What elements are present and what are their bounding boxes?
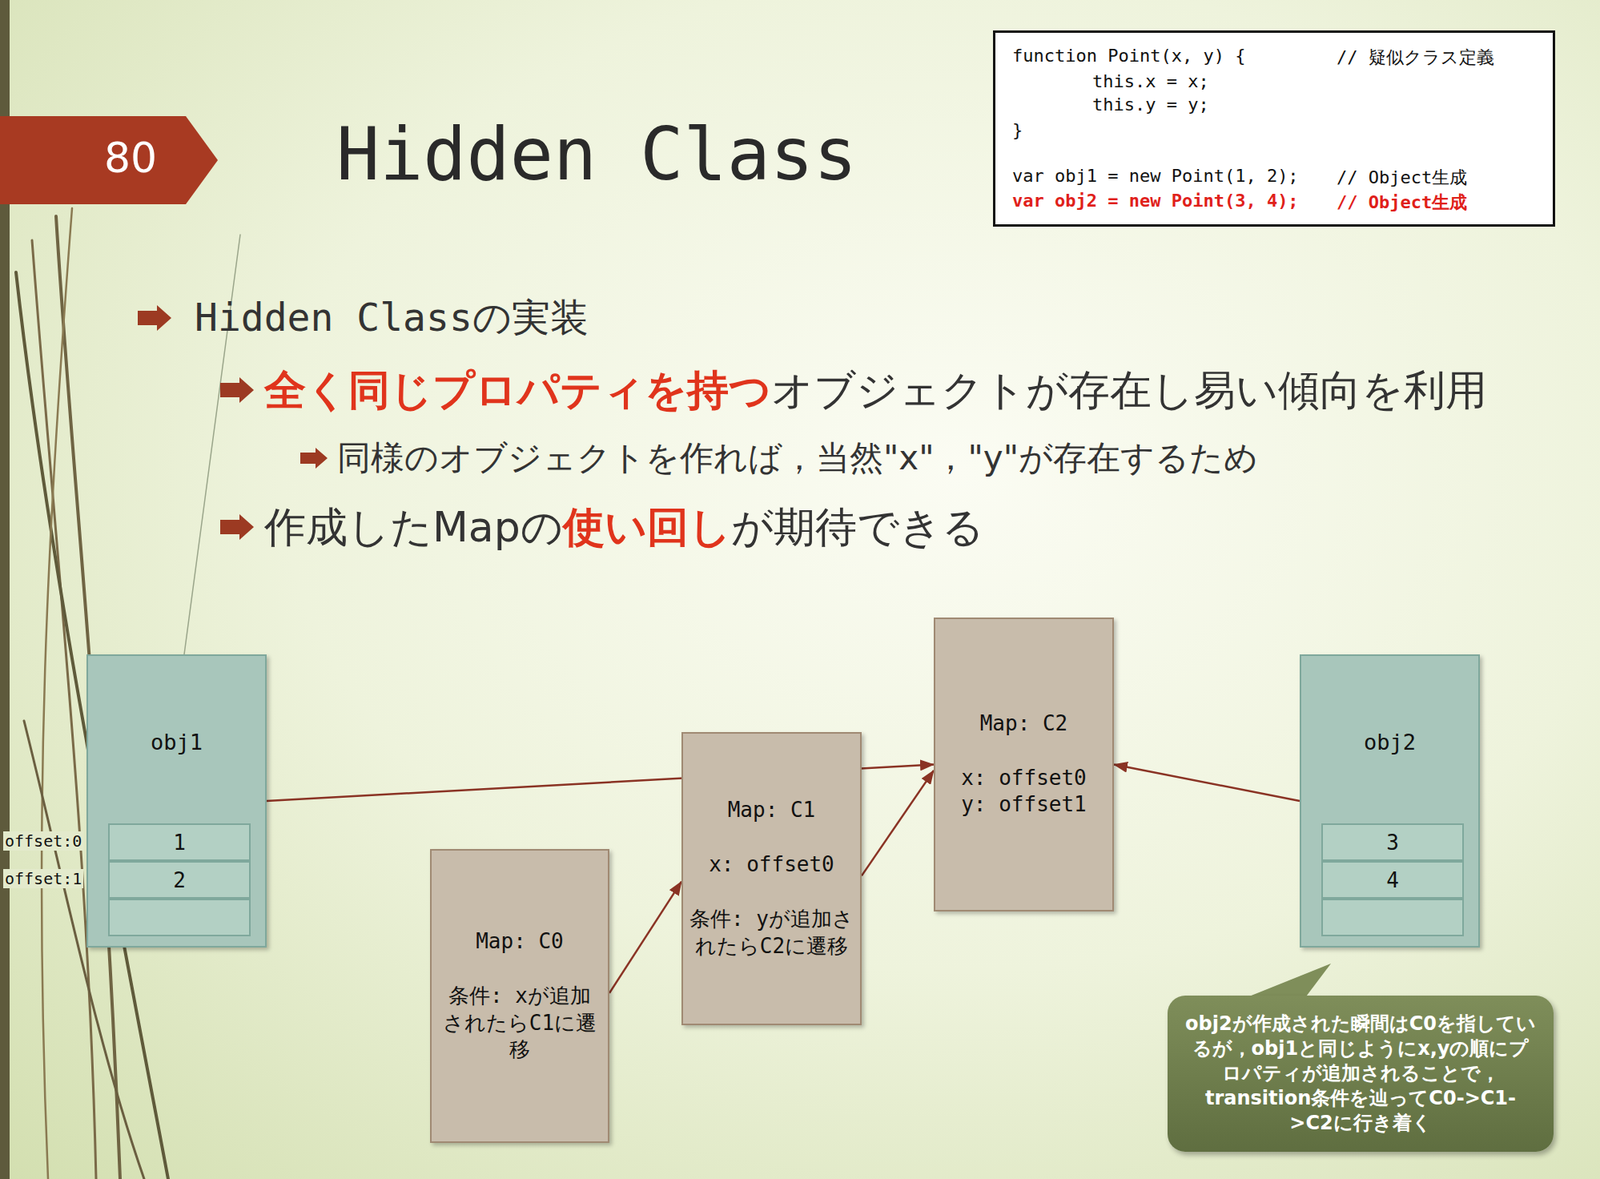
map-box: Map: C0 条件: xが追加されたらC1に遷移 bbox=[430, 848, 610, 1143]
node-heading: 3 bbox=[1386, 830, 1399, 855]
node-heading: Map: C0 bbox=[475, 928, 564, 956]
bullet-text: が期待できる bbox=[731, 502, 985, 552]
code-line: var obj1 = new Point(1, 2); bbox=[1012, 165, 1299, 186]
bullet-text: Hidden Classの実装 bbox=[194, 294, 589, 342]
slide-number-banner bbox=[0, 116, 218, 205]
code-line: // 疑似クラス定義 bbox=[1336, 45, 1495, 70]
map-box: Map: C2 x: offset0 y: offset1 bbox=[933, 617, 1114, 912]
slot-cell: 2 bbox=[108, 860, 251, 899]
node-heading: obj2 bbox=[1301, 729, 1479, 755]
text-row: 80 bbox=[104, 132, 157, 183]
text-row: 全く同じプロパティを持つオブジェクトが存在し易い傾向を利用 bbox=[264, 365, 1488, 415]
slide-title: Hidden Class bbox=[336, 112, 857, 197]
slot-cell: 4 bbox=[1321, 860, 1464, 899]
bullet-text: 使い回し bbox=[562, 502, 732, 552]
bullet-text: 作成したMapの bbox=[264, 502, 563, 552]
bullet-text: 同様のオブジェクトを作れば，当然"x"，"y"が存在するため bbox=[337, 438, 1259, 479]
node-heading: Map: C2 bbox=[980, 710, 1069, 738]
empty-slot bbox=[1321, 898, 1464, 937]
text-row: 作成したMapの使い回しが期待できる bbox=[264, 502, 985, 552]
code-line: function Point(x, y) { bbox=[1012, 45, 1246, 66]
code-line: } bbox=[1012, 120, 1023, 141]
offset-label: offset:0 bbox=[3, 831, 84, 851]
node-heading: 4 bbox=[1386, 868, 1399, 893]
object-box: obj2 3 4 bbox=[1299, 654, 1480, 948]
node-body: 条件: xが追加されたらC1に遷移 bbox=[438, 982, 602, 1064]
node-body: x: offset0 bbox=[708, 851, 835, 879]
code-box: function Point(x, y) { // 疑似クラス定義 this.x =… bbox=[992, 30, 1556, 227]
code-line: this.x = x; bbox=[1092, 71, 1210, 92]
bullet-text: オブジェクトが存在し易い傾向を利用 bbox=[771, 365, 1488, 415]
code-line: // Object生成 bbox=[1336, 165, 1468, 190]
node-body: 条件: yが追加されたらC2に遷移 bbox=[689, 905, 854, 961]
slot-cell: 1 bbox=[108, 823, 251, 861]
transition-arrow bbox=[861, 770, 934, 876]
slide-number: 80 bbox=[104, 132, 157, 183]
code-line: var obj2 = new Point(3, 4); bbox=[1012, 190, 1299, 211]
transition-arrow bbox=[1113, 764, 1300, 802]
code-line: this.y = y; bbox=[1092, 94, 1210, 115]
slot-cell: 3 bbox=[1321, 823, 1464, 861]
node-heading: Map: C1 bbox=[727, 796, 817, 825]
transition-arrow bbox=[609, 881, 682, 993]
text-row: offset:0 bbox=[3, 831, 84, 851]
text-row: 同様のオブジェクトを作れば，当然"x"，"y"が存在するため bbox=[337, 438, 1259, 479]
node-body: x: offset0 y: offset1 bbox=[954, 764, 1093, 820]
empty-slot bbox=[108, 898, 251, 937]
object-box: obj1 1 2 bbox=[86, 654, 267, 948]
bullet-text: 全く同じプロパティを持つ bbox=[264, 365, 772, 415]
offset-label: offset:1 bbox=[3, 868, 84, 889]
text-row: Hidden Classの実装 bbox=[194, 294, 589, 342]
node-heading: 2 bbox=[172, 868, 186, 893]
text-row: offset:1 bbox=[3, 868, 84, 889]
code-line: // Object生成 bbox=[1336, 190, 1468, 215]
map-box: Map: C1 x: offset0 条件: yが追加されたらC2に遷移 bbox=[681, 731, 862, 1026]
node-heading: 1 bbox=[172, 830, 186, 855]
callout-box: obj2が作成された瞬間はC0を指しているが，obj1と同じようにx,yの順にプ… bbox=[1167, 995, 1554, 1152]
node-heading: obj1 bbox=[88, 729, 266, 755]
node-heading: obj2が作成された瞬間はC0を指しているが，obj1と同じようにx,yの順にプ… bbox=[1185, 1011, 1536, 1137]
